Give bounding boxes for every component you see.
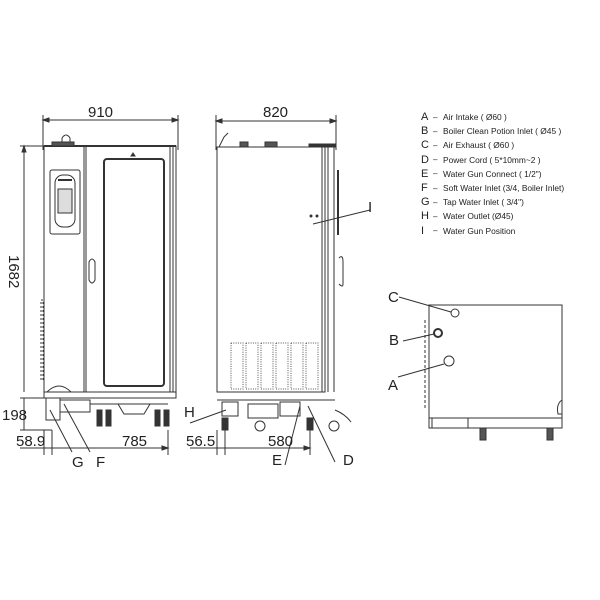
callout-f: F	[96, 454, 105, 471]
legend-item-a: A–Air Intake ( Ø60 )	[421, 111, 507, 124]
side-wheelbase-dim: 580	[268, 433, 293, 450]
front-height-dim: 1682	[5, 255, 22, 288]
front-width-dim: 910	[88, 104, 113, 121]
legend-item-g: G–Tap Water Inlet ( 3/4")	[421, 196, 524, 209]
callout-d: D	[343, 452, 354, 469]
legend-item-d: D–Power Cord ( 5*10mm~2 )	[421, 153, 541, 166]
callout-h: H	[184, 404, 195, 421]
callout-i: I	[368, 199, 372, 216]
legend: A–Air Intake ( Ø60 ) B–Boiler Clean Poti…	[421, 110, 599, 238]
legend-item-h: H–Water Outlet (Ø45)	[421, 210, 514, 223]
callout-g: G	[72, 454, 84, 471]
side-depth-dim: 820	[263, 104, 288, 121]
top-view	[397, 296, 563, 441]
callout-e: E	[272, 452, 282, 469]
front-wheelbase-dim: 785	[122, 433, 147, 450]
legend-item-i: I–Water Gun Position	[421, 224, 516, 237]
legend-item-e: E–Water Gun Connect ( 1/2")	[421, 167, 542, 180]
legend-item-b: B–Boiler Clean Potion Inlet ( Ø45 )	[421, 125, 562, 138]
front-left-offset-dim: 58.9	[16, 433, 45, 450]
front-view	[20, 115, 180, 455]
callout-c: C	[388, 289, 399, 306]
side-view	[189, 115, 371, 466]
base-height-dim: 198	[2, 407, 27, 424]
callout-b: B	[389, 332, 399, 349]
legend-item-c: C–Air Exhaust ( Ø60 )	[421, 139, 515, 152]
side-left-offset-dim: 56.5	[186, 433, 215, 450]
legend-item-f: F–Soft Water Inlet (3/4, Boiler Inlet)	[421, 182, 565, 195]
callout-a: A	[388, 377, 398, 394]
